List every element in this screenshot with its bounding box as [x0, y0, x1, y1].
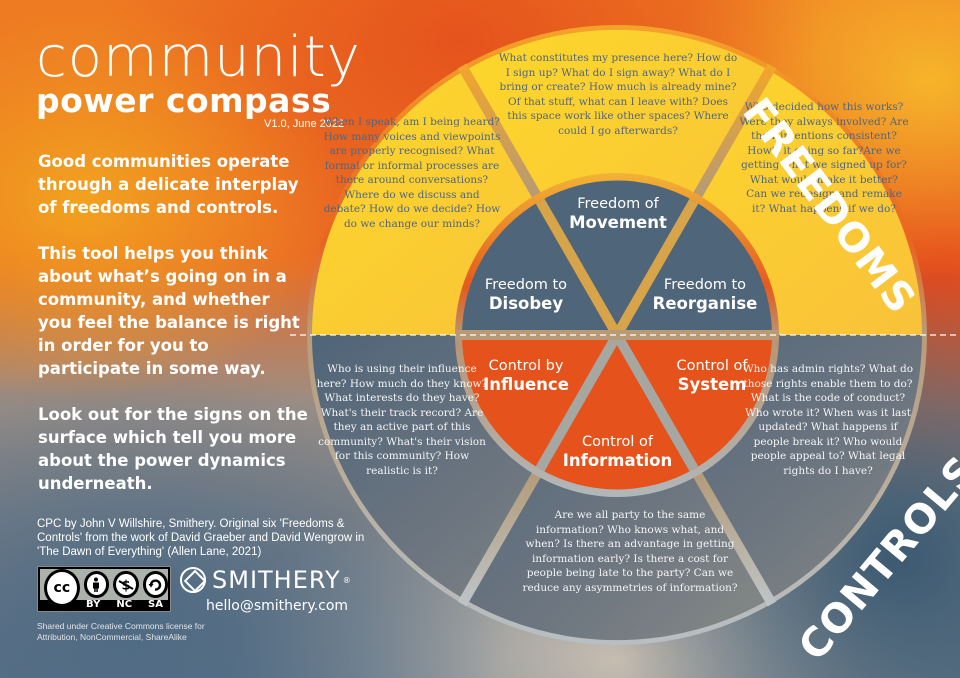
hub-freedom-to-reorganise[interactable]: Freedom to Reorganise [652, 277, 758, 313]
cc-label-nc: NC [116, 599, 133, 610]
contact-email-link[interactable]: hello@smithery.com [206, 598, 349, 614]
cc-label-sa: SA [148, 599, 163, 610]
credit-text: CPC by John V Willshire, Smithery. Origi… [37, 518, 365, 558]
intro-paragraph: Good communities operate through a delic… [38, 152, 299, 217]
smithery-name: SMITHERY [212, 566, 341, 594]
registered-mark: ® [342, 575, 351, 585]
hub-control-of-system[interactable]: Control of System [676, 358, 748, 394]
hub-freedoms [462, 180, 772, 335]
version-label: V1.0, June 2022 [264, 118, 345, 130]
license-text: Shared under Creative Commons license fo… [37, 621, 205, 642]
title-block: community power compass [36, 30, 361, 118]
hub-freedom-of-movement[interactable]: Freedom of Movement [569, 196, 667, 232]
sharealike-icon [142, 571, 168, 598]
smithery-logo-icon [180, 567, 206, 593]
noncommercial-icon: $ [113, 571, 139, 598]
cc-license-badge: cc $ BY NC SA [37, 566, 171, 612]
cc-label-by: BY [86, 599, 101, 610]
intro-text: Good communities operate through a delic… [38, 150, 308, 518]
intro-paragraph: This tool helps you think about what’s g… [38, 244, 300, 378]
questions-system: Who has admin rights? What do those righ… [742, 363, 914, 477]
questions-influence: Who is using their influence here? How m… [316, 363, 488, 477]
attribution-icon [83, 571, 110, 598]
hub-spokes [455, 198, 779, 472]
questions-movement: What constitutes my presence here? How d… [498, 52, 738, 137]
questions-disobey: When I speak, am I being heard? How many… [323, 116, 501, 230]
questions-reorganise: Who decided how this works? Were they al… [739, 101, 909, 215]
hub-control-by-influence[interactable]: Control by Influence [483, 358, 569, 394]
questions-information: Are we all party to the same information… [522, 509, 738, 594]
cc-icon: cc [44, 568, 80, 607]
hub-controls [462, 335, 772, 490]
title-power-compass: power compass [36, 81, 332, 120]
hub-freedom-to-disobey[interactable]: Freedom to Disobey [484, 277, 568, 313]
hub-control-of-information[interactable]: Control of Information [562, 434, 673, 470]
title-community: community [36, 25, 361, 90]
smithery-brand: SMITHERY ® [180, 566, 351, 594]
intro-paragraph: Look out for the signs on the surface wh… [38, 405, 308, 493]
